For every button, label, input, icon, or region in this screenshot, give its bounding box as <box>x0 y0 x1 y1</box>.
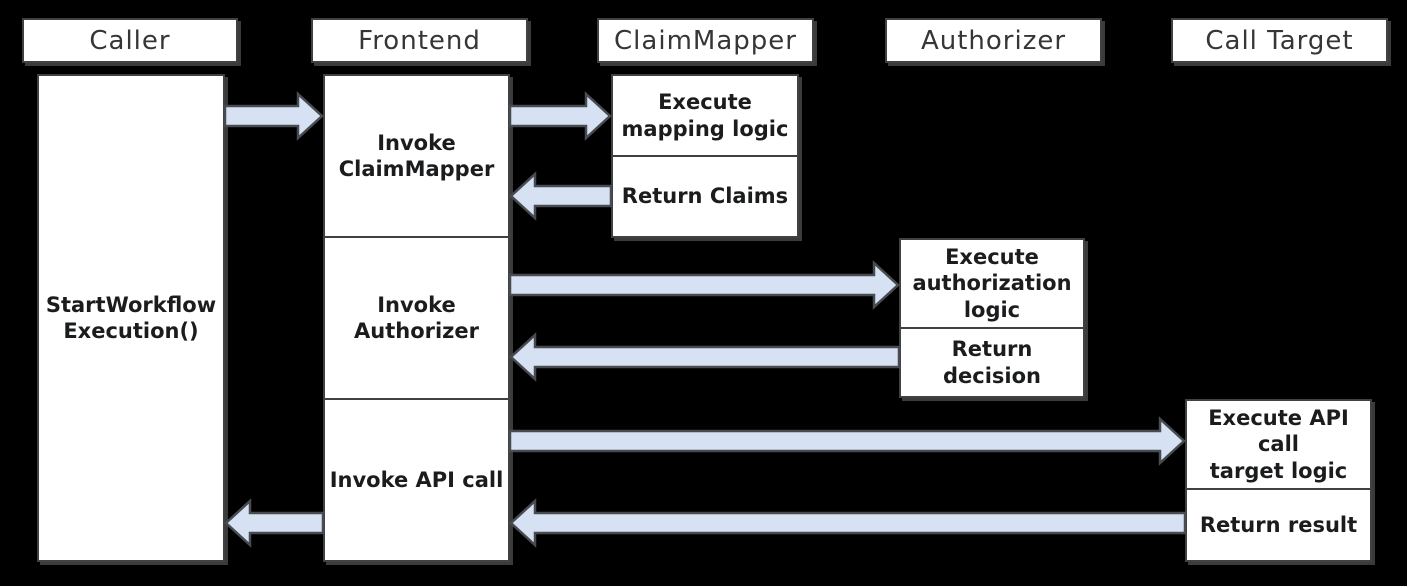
node-return-decision: Return decision <box>901 327 1083 396</box>
lane-header-authorizer-label: Authorizer <box>920 25 1067 56</box>
node-frontend-activity: Invoke ClaimMapper Invoke Authorizer Inv… <box>323 74 510 562</box>
node-return-claims: Return Claims <box>613 155 797 236</box>
node-execute-authorization-logic-label: Execute authorization logic <box>912 245 1072 322</box>
node-calltarget-activity: Execute API call target logic Return res… <box>1185 399 1372 562</box>
lane-header-calltarget-label: Call Target <box>1205 25 1354 56</box>
node-execute-mapping-logic-label: Execute mapping logic <box>621 90 789 141</box>
lane-header-frontend-label: Frontend <box>358 25 481 56</box>
lane-header-caller: Caller <box>22 18 238 63</box>
node-return-result: Return result <box>1187 488 1370 560</box>
lane-header-frontend: Frontend <box>311 18 528 63</box>
node-startworkflow-execution: StartWorkflow Execution() <box>37 74 225 562</box>
node-invoke-authorizer-label: Invoke Authorizer <box>354 292 479 343</box>
node-invoke-claimmapper: Invoke ClaimMapper <box>325 76 508 236</box>
node-invoke-api-call: Invoke API call <box>325 398 508 560</box>
arrow-caller-to-frontend <box>223 91 324 141</box>
node-invoke-claimmapper-label: Invoke ClaimMapper <box>338 130 495 181</box>
node-return-result-label: Return result <box>1199 512 1358 537</box>
node-startworkflow-execution-cell: StartWorkflow Execution() <box>39 76 223 560</box>
node-execute-mapping-logic: Execute mapping logic <box>613 76 797 155</box>
lane-header-authorizer: Authorizer <box>885 18 1102 63</box>
node-authorizer-activity: Execute authorization logic Return decis… <box>899 238 1085 398</box>
arrow-frontend-to-authorizer <box>508 260 900 310</box>
node-return-decision-label: Return decision <box>943 337 1041 388</box>
arrow-frontend-to-calltarget <box>508 416 1186 466</box>
node-startworkflow-execution-label: StartWorkflow Execution() <box>45 292 217 343</box>
node-claimmapper-activity: Execute mapping logic Return Claims <box>611 74 799 238</box>
arrow-claimmapper-to-frontend <box>509 171 613 221</box>
node-execute-api-call-target-logic: Execute API call target logic <box>1187 401 1370 488</box>
node-return-claims-label: Return Claims <box>621 184 789 209</box>
lane-header-calltarget: Call Target <box>1171 18 1388 63</box>
lane-header-claimmapper-label: ClaimMapper <box>614 25 797 56</box>
node-invoke-api-call-label: Invoke API call <box>329 467 504 492</box>
node-invoke-authorizer: Invoke Authorizer <box>325 236 508 398</box>
arrow-frontend-to-caller <box>224 498 325 548</box>
node-execute-api-call-target-logic-label: Execute API call target logic <box>1208 406 1349 483</box>
arrow-frontend-to-claimmapper <box>508 91 612 141</box>
arrow-calltarget-to-frontend <box>509 498 1187 548</box>
lane-header-caller-label: Caller <box>89 25 171 56</box>
lane-header-claimmapper: ClaimMapper <box>597 18 814 63</box>
arrow-authorizer-to-frontend <box>509 332 901 382</box>
node-execute-authorization-logic: Execute authorization logic <box>901 240 1083 327</box>
